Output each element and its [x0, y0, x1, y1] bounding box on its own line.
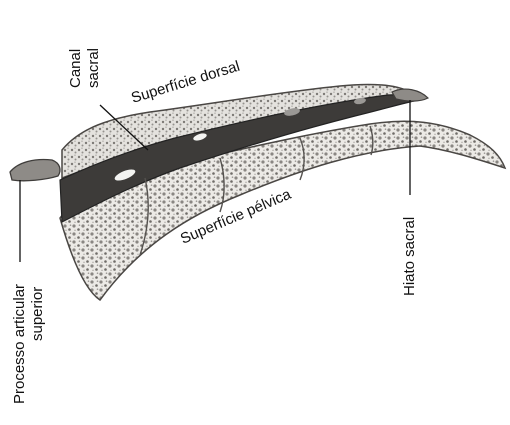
label-canal-sacral-line2: sacral [85, 48, 102, 88]
superior-articular-process [10, 160, 60, 181]
label-hiato-sacral: Hiato sacral [401, 217, 418, 296]
label-canal-sacral-line1: Canal [67, 49, 84, 88]
label-superficie-dorsal: Superfície dorsal [129, 58, 242, 107]
label-processo-line1: Processo articular [11, 284, 28, 404]
coccygeal-tip [392, 89, 428, 101]
label-processo-line2: superior [29, 287, 46, 341]
